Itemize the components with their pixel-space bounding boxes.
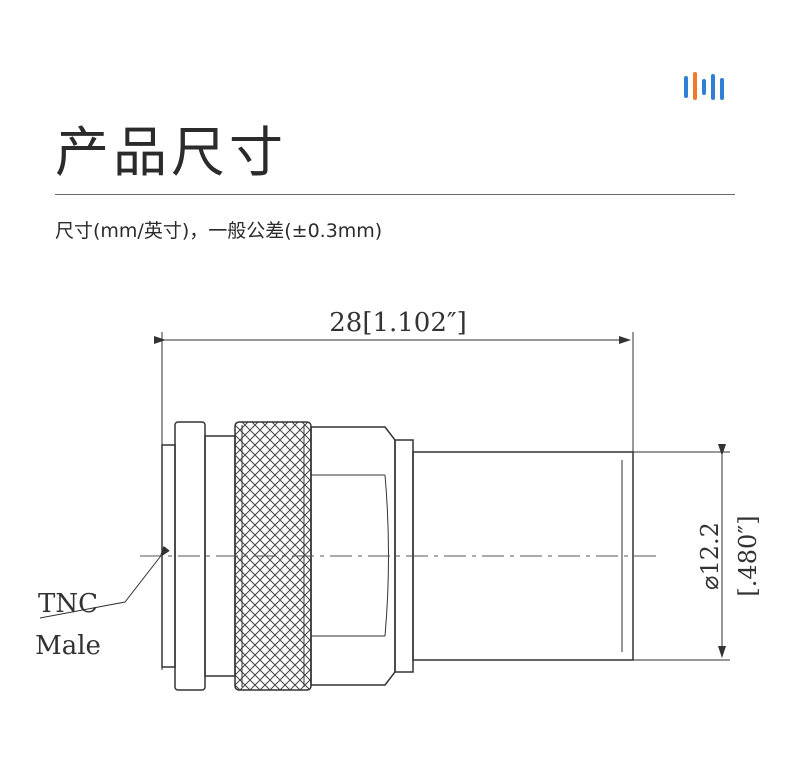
title-divider <box>55 194 735 195</box>
page-title: 产品尺寸 <box>55 121 287 184</box>
brand-logo-icon <box>684 72 724 100</box>
diameter-mm-label: ⌀12.2 <box>696 522 724 590</box>
callout-gender-label: Male <box>35 631 101 661</box>
connector-drawing: 28[1.102″] ⌀12.2 [.480″] TNC Male <box>35 308 762 691</box>
dimension-note: 尺寸(mm/英寸)，一般公差(±0.3mm) <box>55 220 383 242</box>
diameter-inch-label: [.480″] <box>734 515 762 596</box>
callout-type-label: TNC <box>38 589 98 619</box>
length-dimension-label: 28[1.102″] <box>329 308 467 338</box>
callout-leader <box>39 545 170 619</box>
